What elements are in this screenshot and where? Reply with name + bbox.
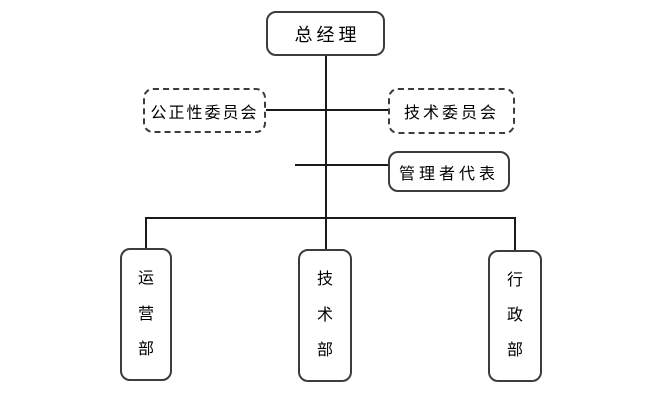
node-label: 总经理 [294,24,361,45]
node-label-char: 行 [506,272,523,289]
node-general-manager: 总经理 [266,11,385,56]
node-label-char: 技 [316,271,333,288]
node-technical-committee: 技术委员会 [388,88,515,134]
node-label-char: 部 [316,342,333,359]
connector-committee-line [266,109,388,111]
node-label: 公正性委员会 [150,104,259,122]
connector-drop-right [514,217,516,250]
node-label: 技术委员会 [403,105,499,122]
node-technical-dept: 技 术 部 [298,249,352,382]
node-label-char: 运 [137,270,154,287]
node-label-char: 术 [316,306,333,324]
node-label-char: 部 [137,341,154,358]
node-label-char: 部 [506,342,523,359]
connector-drop-left [145,217,147,248]
node-label-char: 政 [506,307,523,324]
node-administrative-dept: 行 政 部 [488,250,542,382]
connector-distribution-line [145,217,516,219]
node-operations-dept: 运 营 部 [120,248,172,381]
connector-spine [325,56,327,249]
node-label: 管理者代表 [398,165,499,183]
node-impartiality-committee: 公正性委员会 [143,88,266,133]
node-label-char: 营 [137,305,154,323]
connector-mgmt-rep-line [295,164,388,166]
node-management-representative: 管理者代表 [388,151,510,192]
